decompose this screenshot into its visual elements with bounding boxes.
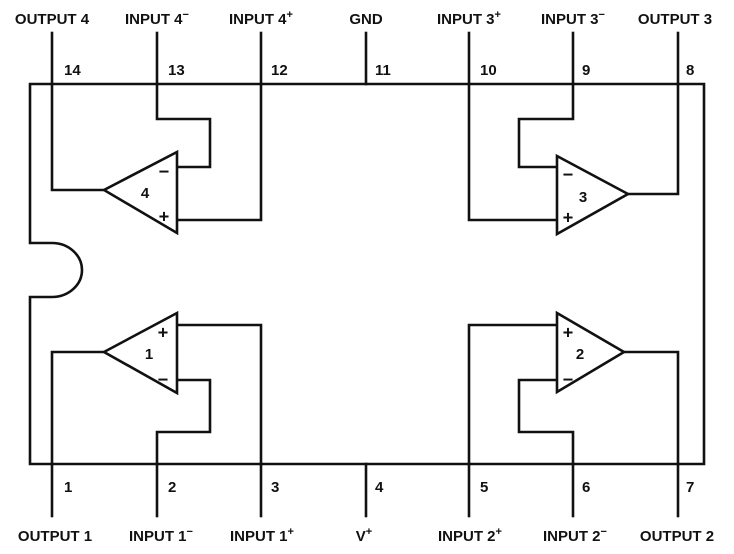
pin-number-14: 14 <box>64 62 81 79</box>
wire-amp1-inverting <box>155 378 212 466</box>
op-amp-3-minus-sign: − <box>563 165 573 185</box>
op-amp-1-id: 1 <box>145 346 153 363</box>
pin-label-10: INPUT 3+ <box>437 9 501 28</box>
pin-numbers: 14 13 12 11 10 9 8 1 2 3 4 5 6 7 <box>64 62 694 496</box>
pin-number-9: 9 <box>582 62 590 79</box>
op-amp-2-minus-sign: − <box>563 370 573 390</box>
pin-number-3: 3 <box>271 479 279 496</box>
wire-amp3-output <box>626 82 680 196</box>
wire-amp4-inverting <box>155 82 212 169</box>
op-amp-2-id: 2 <box>576 346 584 363</box>
pin-number-12: 12 <box>271 62 288 79</box>
pin-number-1: 1 <box>64 479 72 496</box>
pin-label-8: OUTPUT 3 <box>638 11 712 28</box>
op-amp-1-symbol <box>101 310 179 396</box>
pin-label-1: OUTPUT 1 <box>18 528 92 545</box>
wire-amp2-noninverting <box>467 323 559 466</box>
pin-number-7: 7 <box>686 479 694 496</box>
wire-amp3-inverting <box>517 82 575 169</box>
pin-number-8: 8 <box>686 62 694 79</box>
op-amp-3-id: 3 <box>579 189 587 206</box>
op-amp-markings: 4 − + 3 − + 1 + − 2 + − <box>141 162 587 390</box>
pin-number-11: 11 <box>375 62 391 79</box>
pin-label-9: INPUT 3− <box>541 9 605 28</box>
pin-label-3: INPUT 1+ <box>230 526 294 545</box>
pin-number-5: 5 <box>480 479 488 496</box>
pin-label-12: INPUT 4+ <box>229 9 293 28</box>
pin-label-11: GND <box>349 11 383 28</box>
ic-package-outline <box>28 82 706 466</box>
bottom-pin-leads <box>50 462 680 518</box>
wire-amp2-inverting <box>517 378 575 466</box>
pin-label-6: INPUT 2− <box>543 526 607 545</box>
wire-amp4-output <box>50 82 106 192</box>
pin-label-13: INPUT 4− <box>125 9 189 28</box>
wire-amp3-noninverting <box>467 82 559 222</box>
pin-number-6: 6 <box>582 479 590 496</box>
top-pin-leads <box>50 31 680 86</box>
op-amp-4-minus-sign: − <box>159 162 169 182</box>
op-amp-4-plus-sign: + <box>159 207 169 227</box>
pin-label-7: OUTPUT 2 <box>640 528 714 545</box>
wire-amp1-output <box>50 350 106 466</box>
wire-amp2-output <box>622 350 680 466</box>
pin-label-5: INPUT 2+ <box>438 526 502 545</box>
pin-number-10: 10 <box>480 62 497 79</box>
wire-amp4-noninverting <box>175 82 263 222</box>
pin-number-13: 13 <box>168 62 185 79</box>
op-amps <box>101 149 631 396</box>
op-amp-1-plus-sign: + <box>158 323 168 343</box>
bottom-pin-labels: OUTPUT 1 INPUT 1− INPUT 1+ V+ INPUT 2+ I… <box>18 526 714 545</box>
pin-label-4: V+ <box>356 526 372 545</box>
pin-number-2: 2 <box>168 479 176 496</box>
op-amp-3-plus-sign: + <box>563 208 573 228</box>
top-pin-labels: OUTPUT 4 INPUT 4− INPUT 4+ GND INPUT 3+ … <box>15 9 712 28</box>
pin-number-4: 4 <box>375 479 384 496</box>
wire-amp1-noninverting <box>175 323 263 466</box>
op-amp-4-id: 4 <box>141 185 150 202</box>
pin-label-14: OUTPUT 4 <box>15 11 90 28</box>
internal-wiring <box>50 82 680 466</box>
op-amp-1-minus-sign: − <box>158 370 168 390</box>
op-amp-2-symbol <box>555 310 627 395</box>
pin-label-2: INPUT 1− <box>129 526 193 545</box>
op-amp-2-plus-sign: + <box>563 323 573 343</box>
op-amp-4-symbol <box>101 149 179 236</box>
op-amp-3-symbol <box>555 153 631 237</box>
